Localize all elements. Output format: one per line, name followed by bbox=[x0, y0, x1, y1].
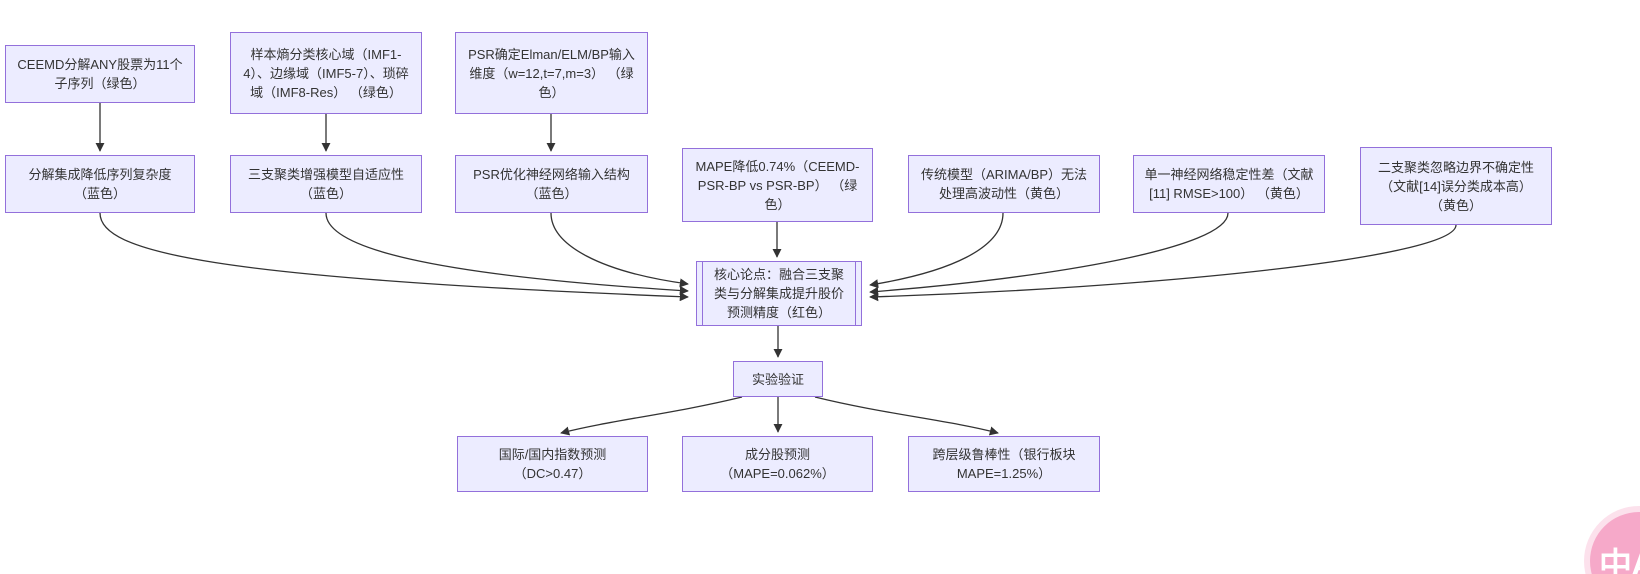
node-label: 实验验证 bbox=[751, 371, 804, 387]
node-decomposition-ensemble: 分解集成降低序列复杂度（蓝色） bbox=[5, 155, 195, 213]
node-label: 分解集成降低序列复杂度（蓝色） bbox=[28, 167, 172, 201]
node-two-way-clustering: 二支聚类忽略边界不确定性（文献[14]误分类成本高）（黄色） bbox=[1360, 147, 1552, 225]
translate-button-label: 中A bbox=[1599, 546, 1640, 574]
node-psr-structure: PSR优化神经网络输入结构（蓝色） bbox=[455, 155, 648, 213]
node-constituent-prediction: 成分股预测（MAPE=0.062%） bbox=[682, 436, 873, 492]
translate-button[interactable]: 中A bbox=[1590, 512, 1640, 574]
node-label: 样本熵分类核心域（IMF1-4）、边缘域（IMF5-7）、琐碎域（IMF8-Re… bbox=[243, 46, 409, 100]
edge-decomposition-to-core bbox=[99, 212, 689, 302]
subroutine-inner-line bbox=[855, 262, 856, 325]
node-psr-input-dimension: PSR确定Elman/ELM/BP输入维度（w=12,t=7,m=3） （绿色） bbox=[455, 32, 648, 114]
node-label: 三支聚类增强模型自适应性（蓝色） bbox=[247, 167, 404, 201]
edge-traditional-to-core bbox=[869, 212, 1004, 289]
node-single-nn-stability: 单一神经网络稳定性差（文献[11] RMSE>100） （黄色） bbox=[1133, 155, 1325, 213]
node-mape-reduction: MAPE降低0.74%（CEEMD-PSR-BP vs PSR-BP） （绿色） bbox=[682, 148, 873, 222]
node-label: 成分股预测（MAPE=0.062%） bbox=[720, 447, 835, 481]
edge-singlenn-to-core bbox=[869, 212, 1229, 296]
node-label: 传统模型（ARIMA/BP）无法处理高波动性（黄色） bbox=[920, 167, 1088, 201]
node-sample-entropy: 样本熵分类核心域（IMF1-4）、边缘域（IMF5-7）、琐碎域（IMF8-Re… bbox=[230, 32, 422, 114]
node-label: MAPE降低0.74%（CEEMD-PSR-BP vs PSR-BP） （绿色） bbox=[695, 158, 860, 212]
edge-structure-to-core bbox=[550, 212, 689, 288]
node-label: PSR确定Elman/ELM/BP输入维度（w=12,t=7,m=3） （绿色） bbox=[468, 46, 635, 100]
node-label: 单一神经网络稳定性差（文献[11] RMSE>100） （黄色） bbox=[1144, 167, 1314, 201]
node-core-thesis: 核心论点：融合三支聚类与分解集成提升股价预测精度（红色） bbox=[696, 261, 862, 326]
node-label: 跨层级鲁棒性（银行板块 MAPE=1.25%） bbox=[932, 447, 1076, 481]
node-ceemd-decomposition: CEEMD分解ANY股票为11个子序列（绿色） bbox=[5, 45, 195, 103]
node-three-way-clustering: 三支聚类增强模型自适应性（蓝色） bbox=[230, 155, 422, 213]
node-label: 二支聚类忽略边界不确定性（文献[14]误分类成本高）（黄色） bbox=[1377, 159, 1534, 213]
edge-experiment-to-robustness bbox=[814, 396, 999, 436]
node-cross-level-robustness: 跨层级鲁棒性（银行板块 MAPE=1.25%） bbox=[908, 436, 1100, 492]
node-label: 国际/国内指数预测（DC>0.47） bbox=[498, 447, 607, 481]
node-label: 核心论点：融合三支聚类与分解集成提升股价预测精度（红色） bbox=[713, 267, 844, 320]
edge-clustering-to-core bbox=[325, 212, 689, 296]
subroutine-inner-line bbox=[702, 262, 703, 325]
node-label: PSR优化神经网络输入结构（蓝色） bbox=[473, 167, 630, 201]
node-experiment-validation: 实验验证 bbox=[733, 361, 823, 397]
edge-experiment-to-index bbox=[560, 396, 743, 436]
edge-twoway-to-core bbox=[869, 224, 1457, 302]
node-label: CEEMD分解ANY股票为11个子序列（绿色） bbox=[17, 57, 183, 91]
node-index-prediction: 国际/国内指数预测（DC>0.47） bbox=[457, 436, 648, 492]
node-traditional-model: 传统模型（ARIMA/BP）无法处理高波动性（黄色） bbox=[908, 155, 1100, 213]
